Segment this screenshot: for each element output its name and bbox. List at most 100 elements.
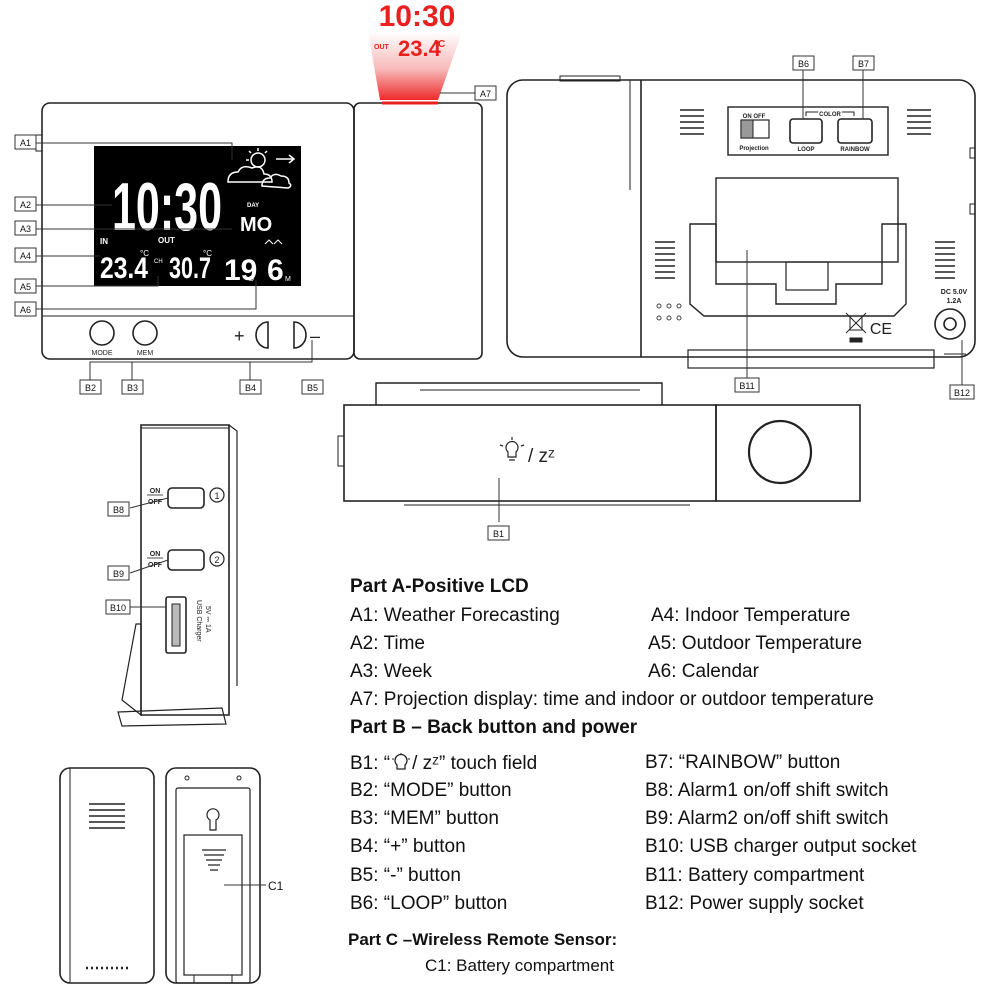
projector-lens-top bbox=[747, 419, 813, 485]
color-label: COLOR bbox=[819, 112, 841, 118]
alarm1-clock-icon bbox=[209, 487, 225, 503]
alarm2-off-label: OFF bbox=[148, 562, 163, 569]
callout-B11: B11 bbox=[739, 381, 754, 391]
alarm1-on-label: ON bbox=[150, 488, 161, 495]
projection-temp: 23.4 bbox=[398, 36, 442, 61]
legend-b1-prefix: B1: “ bbox=[350, 753, 391, 774]
top-view-projector bbox=[715, 404, 861, 502]
projection-out-label: OUT bbox=[374, 44, 390, 51]
callout-A5: A5 bbox=[20, 282, 31, 292]
touch-field[interactable]: / zᶻ bbox=[499, 437, 555, 467]
power-socket[interactable] bbox=[934, 308, 966, 340]
legend-b6: B6: “LOOP” button bbox=[350, 893, 508, 914]
alarm2-clock-icon bbox=[209, 551, 225, 567]
loop-label: LOOP bbox=[797, 147, 814, 153]
light-bulb-icon bbox=[499, 437, 525, 461]
vent-slots bbox=[655, 109, 955, 279]
front-buttons bbox=[89, 320, 307, 349]
callout-B1: B1 bbox=[493, 529, 504, 539]
power-socket-pin bbox=[943, 317, 957, 331]
dc-current: 1.2A bbox=[947, 298, 962, 305]
front-unit bbox=[35, 101, 483, 360]
on-off-label: ON OFF bbox=[743, 114, 766, 120]
lcd-ch-label: CH bbox=[154, 259, 163, 265]
legend-c1: C1: Battery compartment bbox=[425, 956, 614, 975]
loop-button[interactable] bbox=[789, 118, 823, 144]
rainbow-button[interactable] bbox=[837, 118, 873, 144]
callout-C1: C1 bbox=[268, 879, 284, 893]
lcd-date-month: 6 bbox=[267, 254, 284, 287]
side-view-back-edge bbox=[228, 424, 238, 686]
mode-button[interactable] bbox=[89, 320, 115, 346]
callout-B9: B9 bbox=[113, 569, 124, 579]
control-panel bbox=[727, 106, 889, 156]
callout-A6: A6 bbox=[20, 305, 31, 315]
alarm1-off-label: OFF bbox=[148, 499, 163, 506]
lcd-out-unit: °C bbox=[203, 249, 212, 258]
legend-a4: A4: Indoor Temperature bbox=[651, 605, 851, 626]
callout-B3: B3 bbox=[127, 383, 138, 393]
sensor-front-housing bbox=[59, 767, 155, 984]
top-view-unit bbox=[337, 382, 861, 506]
alarm2-number: 2 bbox=[214, 555, 219, 565]
callout-A1: A1 bbox=[20, 138, 31, 148]
legend-b7: B7: “RAINBOW” button bbox=[645, 752, 841, 773]
usb-socket[interactable] bbox=[165, 596, 187, 654]
weather-forecast-icon bbox=[227, 148, 296, 189]
lcd-background bbox=[94, 146, 301, 286]
part-a-title: Part A-Positive LCD bbox=[350, 576, 529, 597]
lcd-day: MO bbox=[240, 214, 272, 236]
callout-B12: B12 bbox=[954, 388, 970, 398]
lcd-in-temp: 23.4 bbox=[100, 252, 148, 285]
minus-symbol: – bbox=[310, 326, 320, 346]
usb-rating-label: 5V ⎓ 1A bbox=[204, 606, 211, 633]
lcd-time: 10:30 bbox=[112, 169, 222, 245]
lcd-out-temp: 30.7 bbox=[169, 252, 211, 285]
ce-mark: CE bbox=[870, 321, 892, 338]
mode-label: MODE bbox=[92, 350, 113, 357]
projector-housing bbox=[353, 102, 483, 360]
callout-B5: B5 bbox=[307, 383, 318, 393]
callout-B2: B2 bbox=[85, 383, 96, 393]
callout-A4: A4 bbox=[20, 251, 31, 261]
callout-B8: B8 bbox=[113, 505, 124, 515]
legend-b2: B2: “MODE” button bbox=[350, 780, 512, 801]
battery-compartment bbox=[715, 177, 899, 263]
legend-a6: A6: Calendar bbox=[648, 661, 759, 682]
legend-b8: B8: Alarm1 on/off shift switch bbox=[645, 780, 889, 801]
callout-B4: B4 bbox=[245, 383, 256, 393]
minus-button[interactable] bbox=[293, 321, 307, 349]
part-b-title: Part B – Back button and power bbox=[350, 717, 638, 738]
callout-A2: A2 bbox=[20, 200, 31, 210]
alarm-indicator-icon bbox=[264, 239, 283, 245]
legend-b3: B3: “MEM” button bbox=[350, 808, 499, 829]
light-bulb-icon bbox=[392, 753, 411, 770]
mem-button[interactable] bbox=[132, 320, 158, 346]
legend-b10: B10: USB charger output socket bbox=[645, 836, 917, 857]
legend-a3: A3: Week bbox=[350, 661, 433, 682]
legend-a2: A2: Time bbox=[350, 633, 425, 654]
projection-unit: °C bbox=[434, 39, 445, 50]
alarm1-number: 1 bbox=[214, 491, 219, 501]
plus-symbol: + bbox=[234, 326, 245, 346]
side-view-foot bbox=[117, 707, 227, 727]
legend-b1-symbol: / zᶻ bbox=[412, 753, 439, 774]
projection-display: 10:30 OUT 23.4 °C bbox=[368, 0, 462, 100]
legend-b1: B1: “/ zᶻ” touch field bbox=[350, 752, 537, 775]
plus-button[interactable] bbox=[255, 321, 269, 349]
side-view-stand bbox=[121, 623, 142, 717]
alarm2-switch[interactable] bbox=[167, 549, 205, 571]
alarm1-switch[interactable] bbox=[167, 487, 205, 509]
lcd-in-label: IN bbox=[100, 237, 108, 246]
lcd-date-day: 19 bbox=[224, 254, 257, 287]
speaker-holes bbox=[656, 303, 682, 321]
dc-label: DC 5.0V bbox=[941, 289, 968, 296]
lcd-date-month-suffix: M bbox=[285, 276, 291, 283]
weee-bin-icon bbox=[845, 312, 867, 343]
part-c-title: Part C –Wireless Remote Sensor: bbox=[348, 930, 618, 949]
projection-beam bbox=[368, 32, 462, 100]
callout-A3: A3 bbox=[20, 224, 31, 234]
side-view-housing bbox=[140, 424, 230, 716]
sensor-battery-compartment bbox=[183, 834, 243, 976]
